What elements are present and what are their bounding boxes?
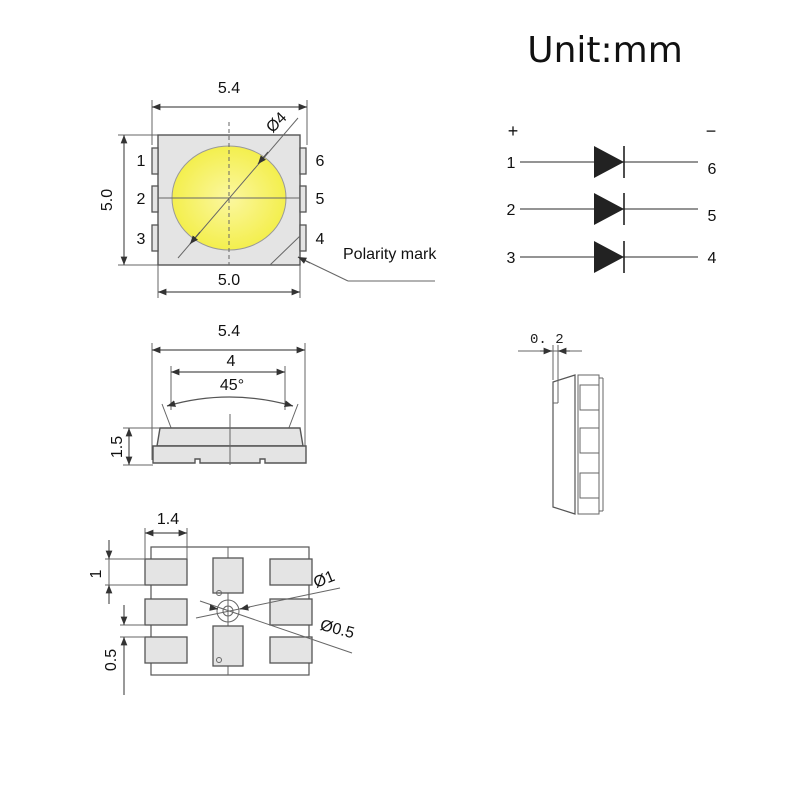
pin-label-4: 4 bbox=[316, 231, 325, 248]
bottom-view: Ø1 Ø0.5 1.4 1 0.5 bbox=[88, 511, 356, 695]
schematic-anode-pin-1: 1 bbox=[507, 155, 516, 172]
side-profile-view: 0. 2 bbox=[518, 332, 604, 515]
side-width-dim: 5.4 bbox=[218, 323, 240, 340]
top-body-width-dim: 5.0 bbox=[218, 272, 240, 289]
cathode-symbol: − bbox=[706, 121, 717, 141]
pad-width-dim: 1.4 bbox=[157, 511, 179, 528]
top-width-dim: 5.4 bbox=[218, 80, 240, 97]
pin-label-3: 3 bbox=[137, 231, 146, 248]
schematic-anode-pin-2: 2 bbox=[507, 202, 516, 219]
inner-diameter-dim: Ø0.5 bbox=[318, 617, 356, 642]
side-height-dim: 1.5 bbox=[109, 436, 126, 458]
polarity-mark-label: Polarity mark bbox=[343, 246, 437, 263]
outer-diameter-dim: Ø1 bbox=[311, 568, 337, 592]
pin-label-1: 1 bbox=[137, 153, 146, 170]
anode-symbol: + bbox=[508, 121, 519, 141]
diode-schematic: + − 1 6 2 5 3 4 bbox=[507, 121, 717, 273]
profile-offset-dim: 0. 2 bbox=[530, 332, 564, 348]
side-view: 5.4 4 45° 1.5 bbox=[109, 323, 307, 466]
top-view: 5.4 5.0 Ø4 1 2 3 6 5 4 bbox=[99, 80, 437, 298]
pin-label-5: 5 bbox=[316, 191, 325, 208]
pin-label-6: 6 bbox=[316, 153, 325, 170]
pad-gap-dim: 0.5 bbox=[103, 649, 120, 671]
schematic-cathode-pin-5: 5 bbox=[708, 208, 717, 225]
side-lens-dim: 4 bbox=[227, 353, 236, 370]
schematic-anode-pin-3: 3 bbox=[507, 250, 516, 267]
top-height-dim: 5.0 bbox=[99, 189, 116, 211]
schematic-cathode-pin-4: 4 bbox=[708, 250, 717, 267]
side-angle-dim: 45° bbox=[220, 377, 244, 394]
unit-title: Unit:mm bbox=[527, 30, 683, 71]
pin-label-2: 2 bbox=[137, 191, 146, 208]
schematic-cathode-pin-6: 6 bbox=[708, 161, 717, 178]
pad-height-dim: 1 bbox=[88, 569, 105, 578]
